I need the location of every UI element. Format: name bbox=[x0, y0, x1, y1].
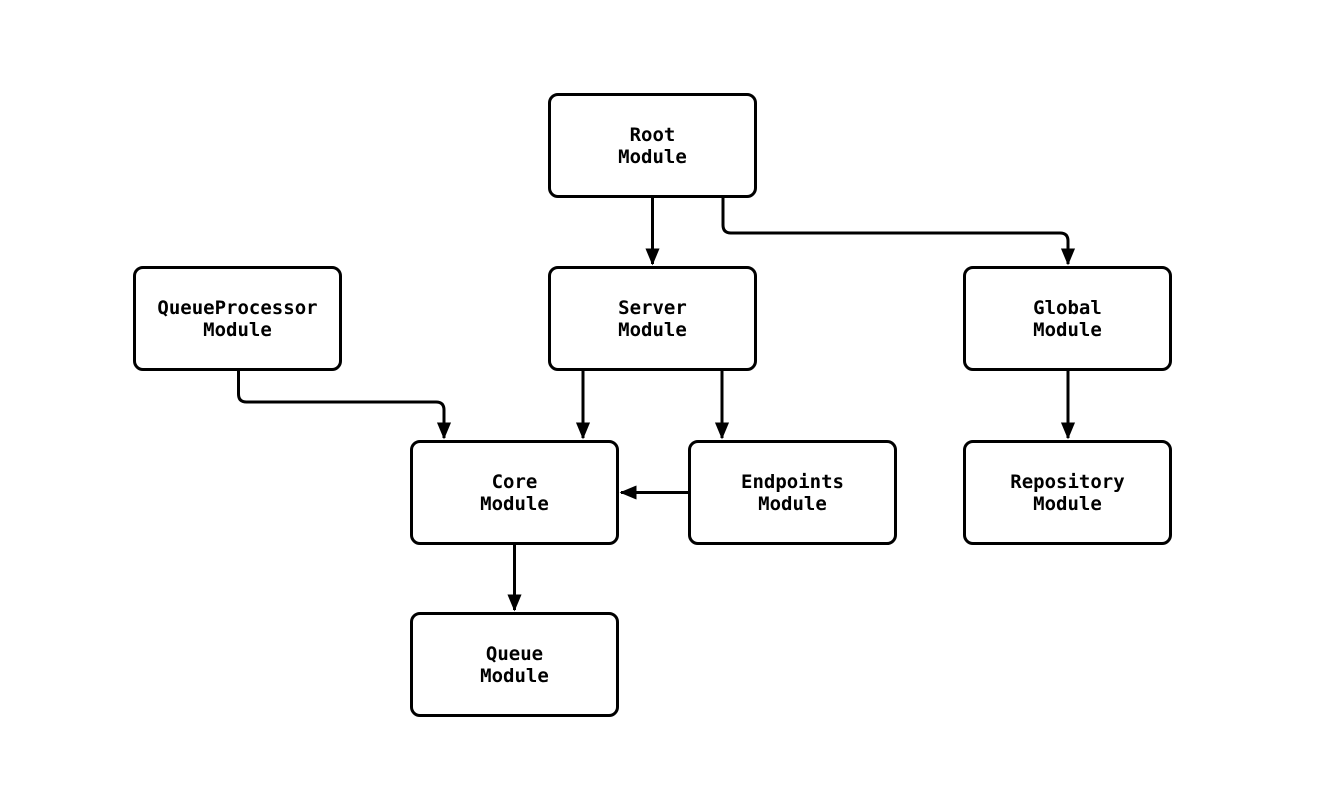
node-queueprocessor-module-label: QueueProcessor Module bbox=[157, 296, 318, 341]
node-core-module-label: Core Module bbox=[480, 470, 549, 515]
edge-root-to-global bbox=[721, 198, 1076, 266]
node-queue-module: Queue Module bbox=[410, 612, 619, 717]
node-server-module-label: Server Module bbox=[618, 296, 687, 341]
node-server-module: Server Module bbox=[548, 266, 757, 371]
node-root-module-label: Root Module bbox=[618, 123, 687, 168]
node-root-module: Root Module bbox=[548, 93, 757, 198]
node-queue-module-label: Queue Module bbox=[480, 642, 549, 687]
node-core-module: Core Module bbox=[410, 440, 619, 545]
node-repository-module-label: Repository Module bbox=[1010, 470, 1125, 515]
node-queueprocessor-module: QueueProcessor Module bbox=[133, 266, 342, 371]
node-global-module-label: Global Module bbox=[1033, 296, 1102, 341]
node-global-module: Global Module bbox=[963, 266, 1172, 371]
edge-queueprocessor-to-core bbox=[237, 371, 452, 440]
node-endpoints-module: Endpoints Module bbox=[688, 440, 897, 545]
node-endpoints-module-label: Endpoints Module bbox=[741, 470, 844, 515]
node-repository-module: Repository Module bbox=[963, 440, 1172, 545]
